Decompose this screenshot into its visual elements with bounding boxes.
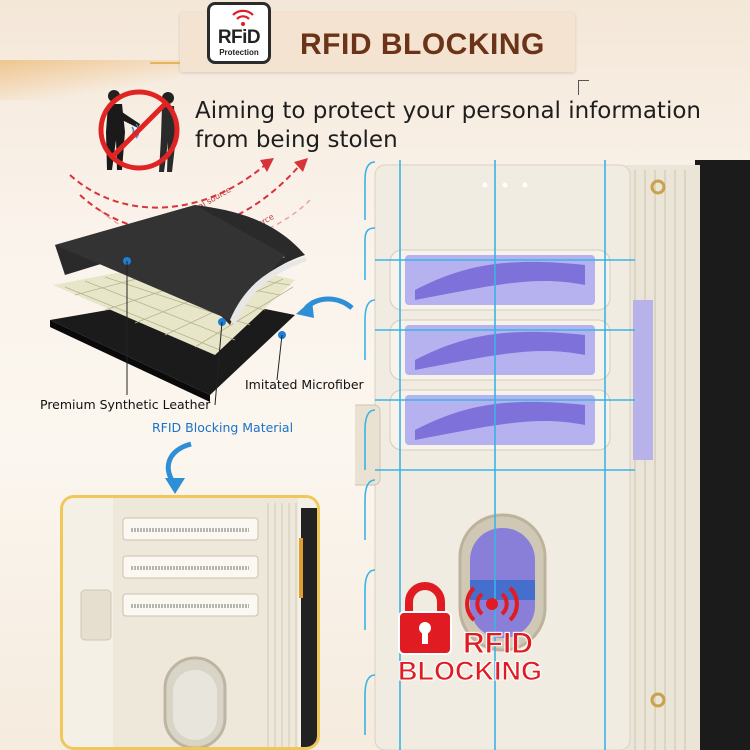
logo-text-rfid: RFID <box>463 627 534 661</box>
headline-line-2: from being stolen <box>195 127 398 153</box>
label-rfid-material: RFID Blocking Material <box>152 420 294 435</box>
badge-title: RFiD <box>217 27 261 48</box>
logo-text-blocking: BLOCKING <box>398 656 543 687</box>
wifi-signal-icon <box>232 9 254 26</box>
rfid-protection-badge: RFiD Protection <box>207 2 271 64</box>
banner-accent-line <box>150 62 180 64</box>
lock-icon <box>398 582 452 655</box>
badge-subtitle: Protection <box>219 48 259 57</box>
label-microfiber: Imitated Microfiber <box>245 377 364 392</box>
signal-broadcast-icon <box>465 586 519 622</box>
wallet-interior-illustration <box>63 498 317 747</box>
no-theft-icon <box>98 89 180 172</box>
headline: Aiming to protect your personal informat… <box>195 97 715 155</box>
page-title: RFID BLOCKING <box>300 28 545 61</box>
label-leather: Premium Synthetic Leather <box>40 397 211 412</box>
arrow-down-icon <box>165 441 192 494</box>
headline-line-1: Aiming to protect your personal informat… <box>195 98 701 124</box>
corner-bracket <box>578 80 589 95</box>
wallet-interior-closeup <box>60 495 320 750</box>
arrow-left-icon <box>296 296 354 318</box>
material-layers-illustration <box>50 205 307 406</box>
